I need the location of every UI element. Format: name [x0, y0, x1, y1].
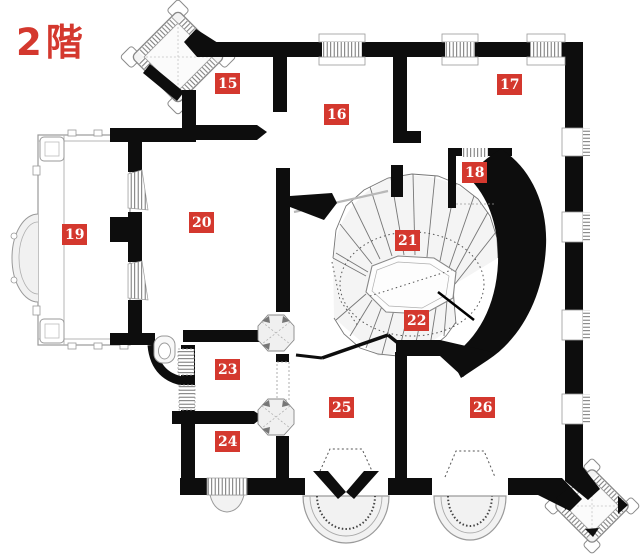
room-label-20: 20 [189, 212, 215, 233]
room-label-23: 23 [215, 359, 241, 380]
room-label-18: 18 [462, 162, 488, 183]
room-label-19: 19 [62, 224, 88, 245]
bay-window-small [209, 494, 245, 513]
room-label-26: 26 [470, 397, 496, 418]
room-label-15: 15 [215, 73, 241, 94]
room-label-16: 16 [324, 104, 350, 125]
room-label-24: 24 [215, 431, 241, 452]
room-label-25: 25 [329, 397, 355, 418]
windows [127, 33, 590, 496]
floor-title: 2階 [16, 21, 87, 64]
room-label-17: 17 [497, 74, 523, 95]
room-label-21: 21 [395, 230, 421, 251]
walls [110, 29, 628, 537]
room-label-22: 22 [404, 310, 430, 331]
toilet-icon [153, 335, 176, 364]
bay-window-right [433, 450, 507, 541]
vestibule-octagons [257, 314, 295, 436]
bay-window-left [302, 448, 390, 544]
